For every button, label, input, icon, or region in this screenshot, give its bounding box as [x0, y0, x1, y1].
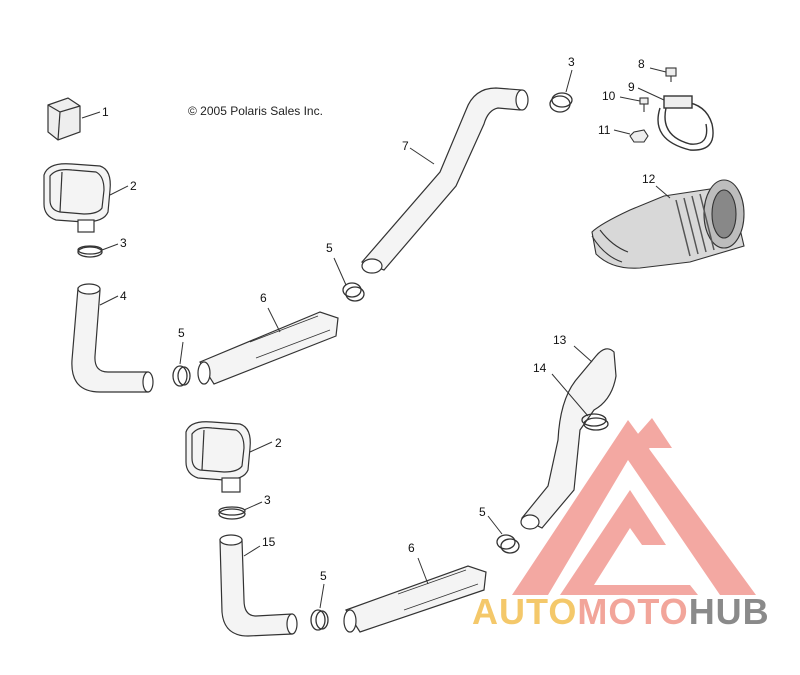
callout-14: 14 — [533, 361, 547, 375]
part-15-elbow-hose — [219, 539, 293, 637]
part-12-air-filter — [591, 179, 745, 269]
callout-7: 7 — [402, 139, 409, 153]
callout-2: 2 — [130, 179, 137, 193]
callout-9: 9 — [628, 80, 635, 94]
part-14-clamp — [581, 413, 609, 431]
watermark-text-auto: AUTO — [472, 591, 578, 632]
part-6-duct-bottom — [345, 565, 487, 633]
part-5-clamp-a — [172, 365, 191, 387]
part-13-hose — [521, 348, 617, 529]
part-5-clamp-d — [496, 534, 520, 554]
part-7-long-hose — [360, 87, 523, 271]
callout-10: 10 — [602, 89, 616, 103]
watermark-logo-icon — [512, 418, 756, 595]
watermark-text-hub: HUB — [688, 591, 770, 632]
callout-5: 5 — [320, 569, 327, 583]
callout-11: 11 — [598, 123, 611, 137]
copyright-text: © 2005 Polaris Sales Inc. — [188, 104, 323, 118]
part-4-elbow-hose — [71, 287, 149, 393]
callout-3: 3 — [264, 493, 271, 507]
callout-5: 5 — [479, 505, 486, 519]
callout-1: 1 — [102, 105, 109, 119]
callout-3: 3 — [568, 55, 575, 69]
part-2-airbox-top — [43, 163, 111, 233]
callout-2: 2 — [275, 436, 282, 450]
part-3-clamp-a — [77, 245, 103, 258]
part-5-clamp-c — [310, 609, 329, 631]
callout-6: 6 — [408, 541, 415, 555]
callout-6: 6 — [260, 291, 267, 305]
watermark-wordmark: AUTOMOTOHUB — [472, 592, 770, 632]
part-3-clamp-b — [549, 92, 573, 113]
callout-12: 12 — [642, 172, 656, 186]
part-10-screw — [639, 97, 649, 112]
part-8-bolt — [665, 67, 677, 82]
callout-15: 15 — [262, 535, 276, 549]
callout-3: 3 — [120, 236, 127, 250]
part-5-clamp-b — [342, 282, 365, 302]
part-1-block — [47, 97, 81, 141]
watermark-text-moto: MOTO — [577, 591, 689, 632]
callout-13: 13 — [553, 333, 567, 347]
callout-5: 5 — [178, 326, 185, 340]
callout-4: 4 — [120, 289, 127, 303]
part-3-clamp-c — [218, 506, 246, 520]
part-6-duct-top — [199, 311, 339, 385]
part-11-nut — [629, 129, 649, 143]
part-2-airbox-bottom — [185, 421, 251, 493]
callout-8: 8 — [638, 57, 645, 71]
callout-5: 5 — [326, 241, 333, 255]
part-9-strap-clamp — [657, 95, 714, 151]
